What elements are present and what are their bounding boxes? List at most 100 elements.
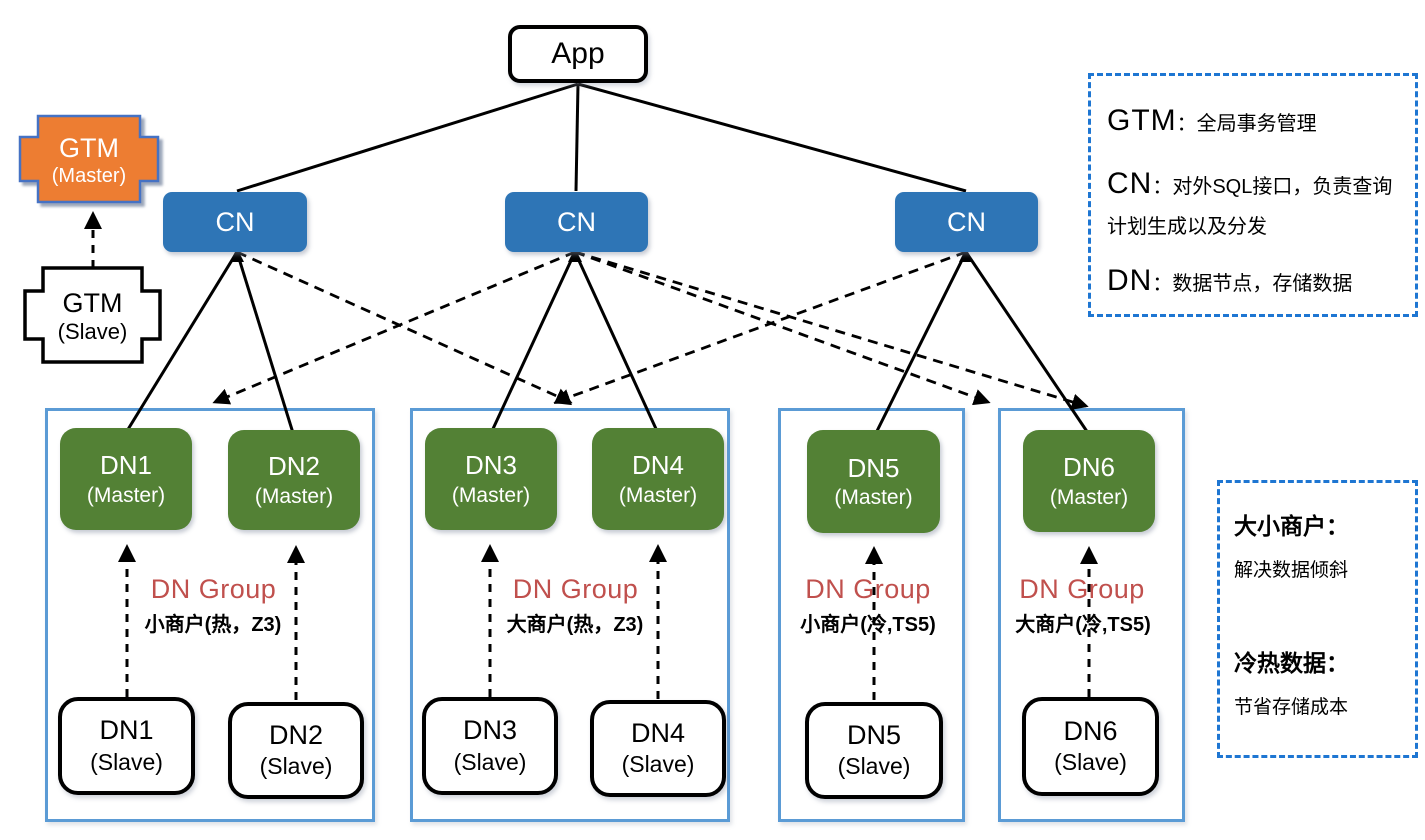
arrowhead-cn1 (230, 248, 244, 262)
gtm-master-shape (18, 114, 160, 204)
cn-dn-solid-links (125, 251, 1090, 434)
gtm-master-role: (Master) (51, 165, 127, 188)
dn2-slave-label: DN2 (268, 719, 323, 750)
link-app-cn3 (577, 82, 967, 193)
dashed-link-cn2-group4 (574, 250, 1089, 411)
dn5-slave-role: (Slave) (837, 753, 911, 780)
gtm-slave-role: (Slave) (57, 319, 128, 344)
cn1-label: CN (215, 206, 255, 237)
dn2-master-label: DN2 (267, 451, 320, 482)
legend-feature-desc-1: 解决数据倾斜 (1234, 560, 1349, 581)
dn2-slave-role: (Slave) (259, 753, 333, 780)
slave-master-replication-arrows (118, 544, 1098, 700)
dn1-slave-role: (Slave) (90, 748, 163, 775)
dn-group-subtitle-3: 小商户(冷,TS5) (800, 614, 936, 636)
dn-group-box-3 (778, 408, 965, 822)
dn1-master-role: (Master) (86, 483, 166, 507)
dn5-master-label: DN5 (847, 452, 900, 483)
dn5-slave-label: DN5 (846, 719, 901, 750)
gtm-slave-label: GTM (62, 287, 123, 318)
dn3-master-role: (Master) (451, 483, 531, 507)
app-label: App (551, 37, 605, 70)
link-cn1-dn1 (125, 251, 239, 432)
dn4-master-node: DN4 (Master) (592, 428, 724, 530)
app-cn-links (236, 82, 967, 193)
dn2-master-role: (Master) (254, 484, 334, 508)
dn1-master-node: DN1 (Master) (60, 428, 192, 530)
legend-desc-dn: ：数据节点，存储数据 (1152, 273, 1353, 295)
dn-group-subtitle-4: 大商户(冷,TS5) (1015, 614, 1151, 636)
dn3-master-node: DN3 (Master) (425, 428, 557, 530)
dashed-link-cn2-group1 (212, 250, 576, 405)
dn3-slave-node: DN3 (Slave) (422, 697, 558, 795)
dn4-slave-node: DN4 (Slave) (590, 700, 726, 797)
dn3-master-label: DN3 (464, 450, 517, 481)
legend-term-gtm: GTM (1107, 104, 1177, 137)
cn-node-1: CN (163, 192, 307, 252)
dashed-link-cn2-group3 (574, 250, 991, 406)
legend-node-types: GTM：全局事务管理 CN：对外SQL接口，负责查询计划生成以及分发 DN：数据… (1088, 73, 1418, 317)
dn5-master-role: (Master) (834, 486, 913, 510)
legend-feature-title-1: 大小商户： (1234, 513, 1349, 539)
legend-term-cn: CN (1107, 166, 1153, 200)
dn-group-box-1 (45, 408, 375, 822)
link-cn2-dn3 (490, 251, 577, 432)
link-cn3-dn5 (874, 251, 968, 434)
dn3-slave-role: (Slave) (453, 748, 527, 775)
dn-group-subtitle-1: 小商户(热，Z3) (144, 614, 282, 636)
cn-node-2: CN (505, 192, 648, 252)
legend-desc-cn: ：对外SQL接口，负责查询计划生成以及分发 (1107, 175, 1393, 239)
legend-features: 大小商户： 解决数据倾斜 冷热数据： 节省存储成本 (1217, 480, 1418, 758)
gtm-master-node: GTM (Master) (20, 121, 158, 199)
gtm-slave-node: GTM (Slave) (25, 275, 160, 357)
dn-group-subtitle-2: 大商户(热，Z3) (506, 614, 644, 636)
link-app-cn1 (236, 82, 579, 193)
dn-group-label-2: DN Group (512, 574, 639, 604)
dn5-slave-node: DN5 (Slave) (805, 702, 943, 799)
dn6-master-label: DN6 (1062, 452, 1115, 483)
app-node: App (508, 25, 648, 83)
dn4-slave-label: DN4 (630, 717, 685, 748)
dn1-slave-label: DN1 (99, 715, 154, 746)
link-app-cn2 (574, 83, 580, 192)
legend-item-gtm: GTM：全局事务管理 (1107, 95, 1401, 148)
dn-group-box-2 (410, 408, 730, 822)
dn6-master-role: (Master) (1049, 485, 1129, 509)
dn4-slave-role: (Slave) (621, 751, 695, 778)
legend-term-dn: DN (1107, 264, 1153, 297)
dn6-slave-node: DN6 (Slave) (1022, 697, 1159, 796)
link-cn2-dn4 (573, 251, 659, 432)
link-cn1-dn2 (235, 251, 295, 434)
legend-item-dn: DN：数据节点，存储数据 (1107, 255, 1401, 308)
dn1-slave-node: DN1 (Slave) (58, 697, 195, 795)
legend-item-cn: CN：对外SQL接口，负责查询计划生成以及分发 (1107, 158, 1401, 246)
arrowhead-cn3 (959, 248, 973, 262)
dn6-slave-role: (Slave) (1054, 749, 1127, 776)
dn-group-box-4 (998, 408, 1185, 822)
dashed-link-cn1-group2 (236, 250, 573, 404)
legend-desc-gtm: ：全局事务管理 (1176, 113, 1317, 135)
dn4-master-label: DN4 (631, 450, 684, 481)
dn-group-label-4: DN Group (1019, 574, 1145, 604)
dn-group-label-3: DN Group (805, 574, 931, 604)
dashed-link-cn3-group2 (553, 250, 967, 406)
dn1-master-label: DN1 (99, 450, 152, 481)
dn2-slave-node: DN2 (Slave) (228, 702, 364, 799)
cn2-label: CN (557, 206, 596, 237)
gtm-slave-shape (23, 266, 162, 364)
dn4-master-role: (Master) (618, 483, 698, 507)
dn6-master-node: DN6 (Master) (1023, 430, 1155, 532)
cn3-label: CN (947, 206, 986, 237)
cn-bottom-arrowheads (230, 248, 973, 262)
arrowhead-cn2 (568, 248, 582, 262)
dn3-slave-label: DN3 (462, 715, 517, 746)
dn5-master-node: DN5 (Master) (807, 430, 940, 533)
gtm-master-label: GTM (59, 132, 119, 163)
cn-node-3: CN (895, 192, 1038, 252)
dn-group-label-1: DN Group (150, 574, 277, 604)
dn2-master-node: DN2 (Master) (228, 430, 360, 530)
link-cn3-dn6 (964, 251, 1090, 434)
dn6-slave-label: DN6 (1063, 715, 1118, 746)
